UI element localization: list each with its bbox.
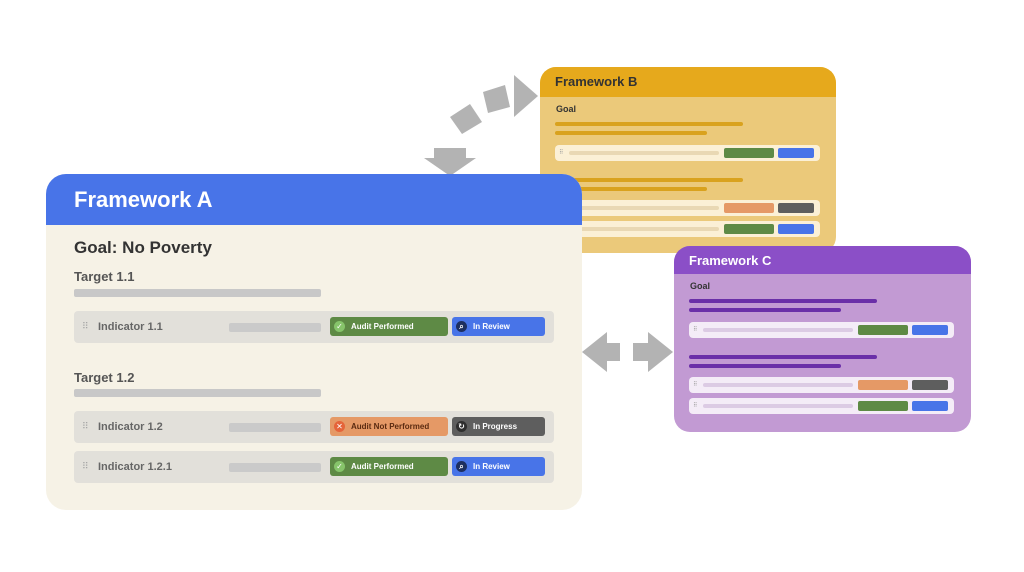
framework-c-title: Framework C <box>689 253 772 268</box>
audit-status-pill[interactable]: ✓ Audit Performed <box>330 317 448 336</box>
audit-status-pill[interactable]: ✓ Audit Performed <box>330 457 448 476</box>
framework-c-goal: Goal <box>690 281 711 291</box>
status-pill[interactable] <box>858 325 908 335</box>
indicator-row[interactable]: ⠿ <box>689 377 954 393</box>
label-placeholder <box>703 383 853 387</box>
review-pill[interactable] <box>912 325 948 335</box>
status-pill[interactable] <box>858 401 908 411</box>
indicator-label: Indicator 1.2 <box>98 421 163 433</box>
indicator-row[interactable]: ⠿ <box>689 398 954 414</box>
drag-handle-icon[interactable]: ⠿ <box>82 321 89 331</box>
framework-b-header: Framework B <box>540 67 836 97</box>
framework-c-card: Framework C Goal ⠿ ⠿ ⠿ <box>674 246 971 432</box>
arrowhead-right-icon <box>514 75 538 117</box>
framework-a-title: Framework A <box>74 187 213 212</box>
drag-handle-icon[interactable]: ⠿ <box>82 461 89 471</box>
target-description-placeholder <box>74 389 321 397</box>
target-title: Target 1.2 <box>74 370 135 385</box>
target-placeholder <box>689 355 877 359</box>
goal-title: Goal: No Poverty <box>74 238 212 257</box>
indicator-row[interactable]: ⠿ <box>555 145 820 161</box>
indicator-row[interactable]: ⠿ Indicator 1.1 ✓ Audit Performed ⌕ In R… <box>74 311 554 343</box>
status-pill[interactable] <box>724 148 774 158</box>
framework-b-goal: Goal <box>556 104 577 114</box>
review-status-pill[interactable]: ↻ In Progress <box>452 417 545 436</box>
drag-handle-icon[interactable]: ⠿ <box>559 150 564 156</box>
target-title: Target 1.1 <box>74 269 135 284</box>
drag-handle-icon[interactable]: ⠿ <box>693 403 698 409</box>
review-status-label: In Review <box>473 462 510 471</box>
magnifier-icon: ⌕ <box>456 461 467 472</box>
x-circle-icon: ✕ <box>334 421 345 432</box>
indicator-row[interactable]: ⠿ <box>689 322 954 338</box>
drag-handle-icon[interactable]: ⠿ <box>693 382 698 388</box>
target-placeholder <box>689 364 841 368</box>
target-placeholder <box>555 187 707 191</box>
magnifier-icon: ⌕ <box>456 321 467 332</box>
refresh-icon: ↻ <box>456 421 467 432</box>
status-pill[interactable] <box>724 224 774 234</box>
review-pill[interactable] <box>778 148 814 158</box>
review-status-pill[interactable]: ⌕ In Review <box>452 457 545 476</box>
review-pill[interactable] <box>778 224 814 234</box>
audit-status-pill[interactable]: ✕ Audit Not Performed <box>330 417 448 436</box>
indicator-label: Indicator 1.1 <box>98 321 163 333</box>
indicator-row[interactable]: ⠿ <box>555 221 820 237</box>
audit-status-label: Audit Performed <box>351 462 414 471</box>
framework-a-card: Framework A Goal: No Poverty Target 1.1 … <box>46 174 582 510</box>
arrow-segment <box>483 85 510 113</box>
check-circle-icon: ✓ <box>334 461 345 472</box>
target-placeholder <box>555 122 743 126</box>
indicator-description-placeholder <box>229 423 321 432</box>
check-circle-icon: ✓ <box>334 321 345 332</box>
arrow-segment <box>424 148 476 176</box>
review-status-pill[interactable]: ⌕ In Review <box>452 317 545 336</box>
target-placeholder <box>689 299 877 303</box>
framework-b-card: Framework B Goal ⠿ ⠿ ⠿ <box>540 67 836 253</box>
arrowhead-left-icon <box>582 332 620 372</box>
arrowhead-right-icon <box>633 332 673 372</box>
review-status-label: In Progress <box>473 422 518 431</box>
review-status-label: In Review <box>473 322 510 331</box>
framework-b-title: Framework B <box>555 74 638 89</box>
target-placeholder <box>555 131 707 135</box>
label-placeholder <box>703 404 853 408</box>
audit-status-label: Audit Performed <box>351 322 414 331</box>
indicator-description-placeholder <box>229 323 321 332</box>
status-pill[interactable] <box>724 203 774 213</box>
framework-c-header: Framework C <box>674 246 971 274</box>
status-pill[interactable] <box>858 380 908 390</box>
review-pill[interactable] <box>778 203 814 213</box>
audit-status-label: Audit Not Performed <box>351 422 430 431</box>
target-description-placeholder <box>74 289 321 297</box>
target-placeholder <box>555 178 743 182</box>
review-pill[interactable] <box>912 401 948 411</box>
label-placeholder <box>569 227 719 231</box>
target-placeholder <box>689 308 841 312</box>
indicator-row[interactable]: ⠿ Indicator 1.2 ✕ Audit Not Performed ↻ … <box>74 411 554 443</box>
framework-a-header: Framework A <box>46 174 582 225</box>
indicator-row[interactable]: ⠿ Indicator 1.2.1 ✓ Audit Performed ⌕ In… <box>74 451 554 483</box>
indicator-row[interactable]: ⠿ <box>555 200 820 216</box>
arrow-segment <box>450 104 482 134</box>
drag-handle-icon[interactable]: ⠿ <box>82 421 89 431</box>
drag-handle-icon[interactable]: ⠿ <box>693 327 698 333</box>
indicator-description-placeholder <box>229 463 321 472</box>
label-placeholder <box>569 206 719 210</box>
label-placeholder <box>703 328 853 332</box>
label-placeholder <box>569 151 719 155</box>
review-pill[interactable] <box>912 380 948 390</box>
indicator-label: Indicator 1.2.1 <box>98 461 172 473</box>
